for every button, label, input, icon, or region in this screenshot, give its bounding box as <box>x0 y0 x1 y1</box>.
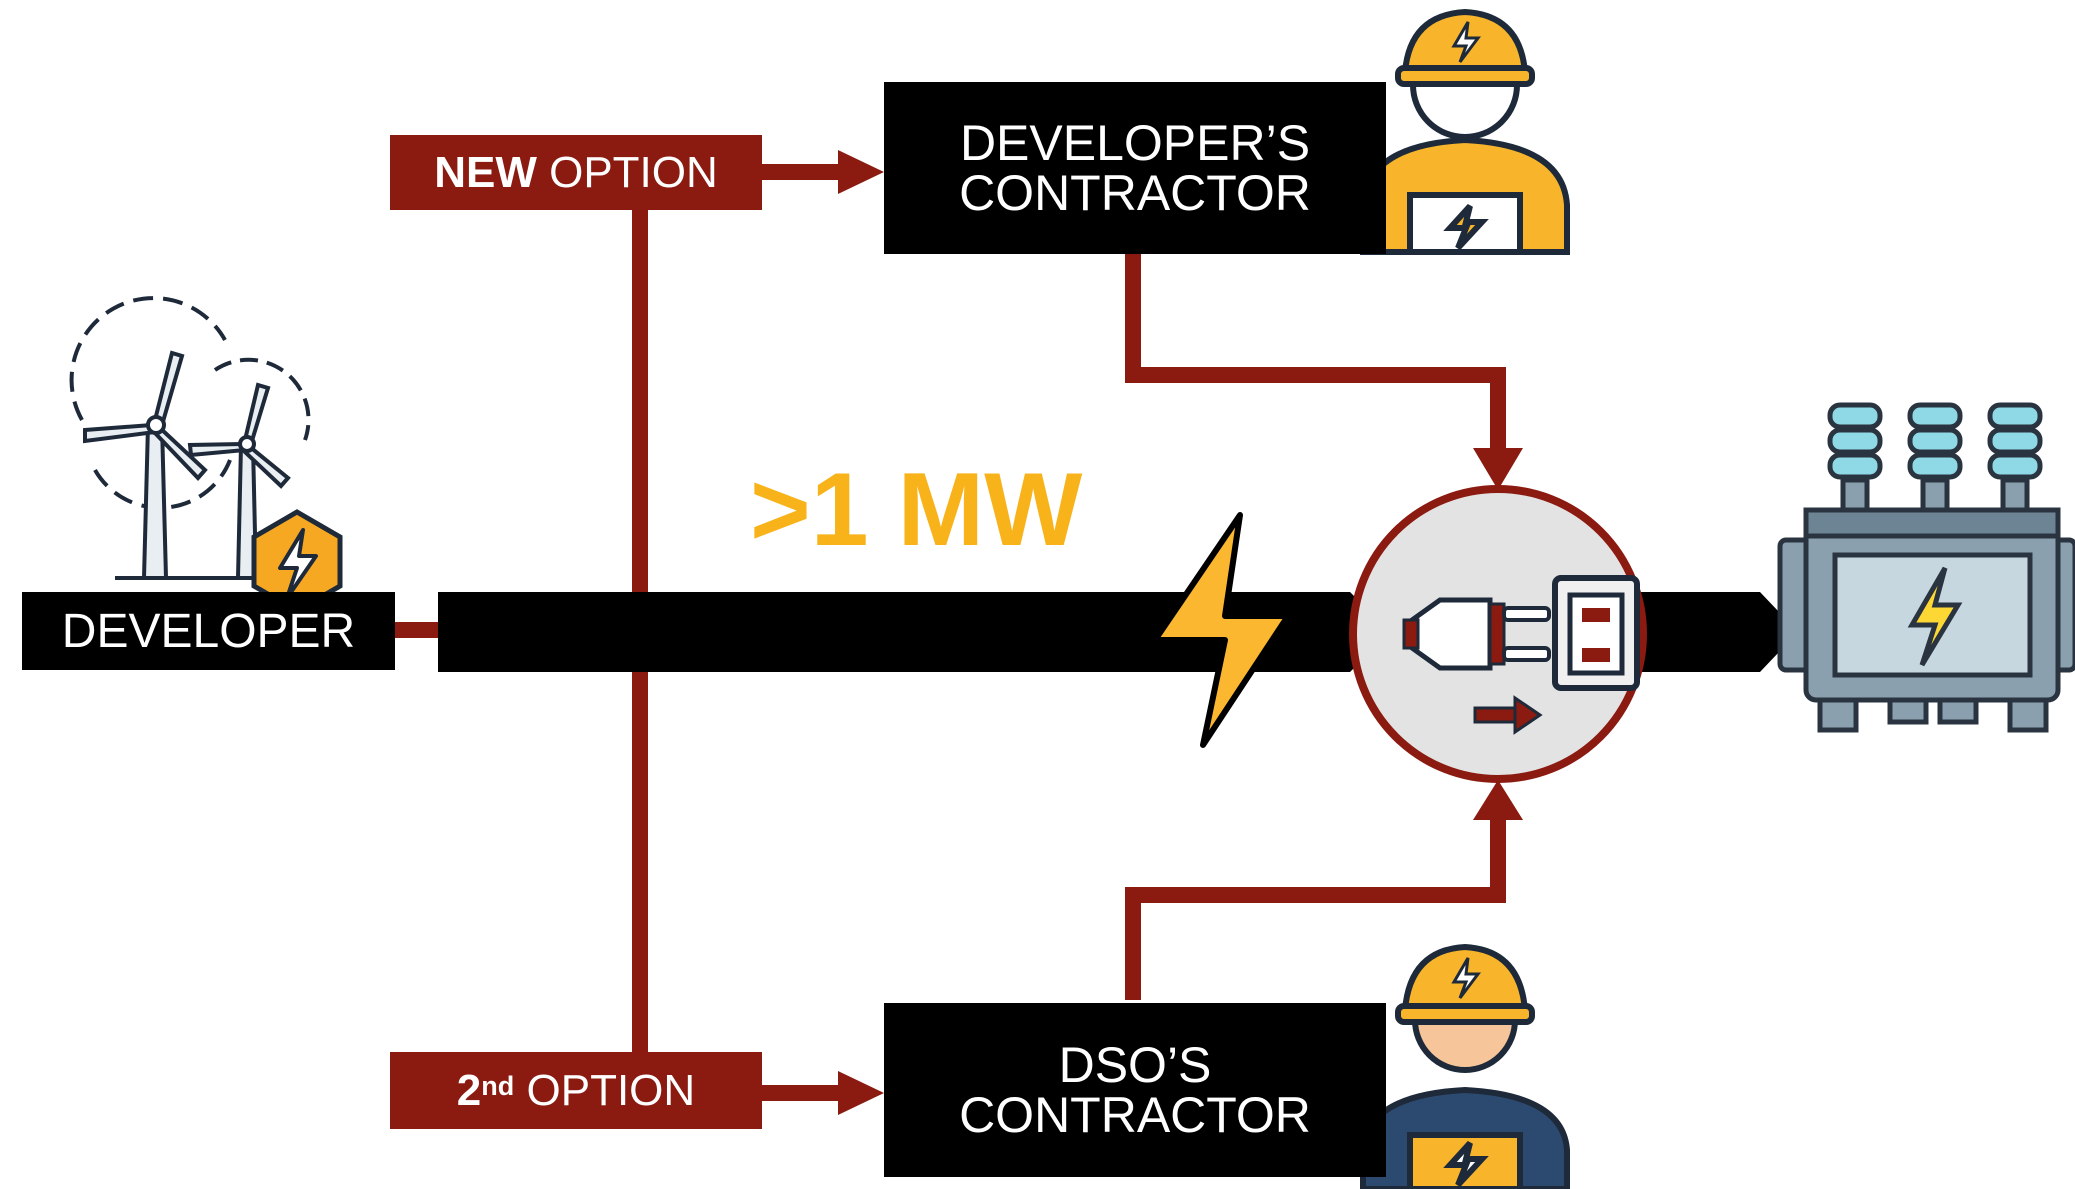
power-bar-right <box>1625 592 1798 672</box>
new-option-bold-text: NEW <box>434 147 537 197</box>
developers-contractor-line2: CONTRACTOR <box>959 165 1311 221</box>
developer-text: DEVELOPER <box>61 604 356 658</box>
dsos-contractor-line1: DSO’S <box>1058 1037 1212 1093</box>
second-option-suffix: nd <box>481 1071 515 1101</box>
developers-contractor-line1: DEVELOPER’S <box>959 115 1311 171</box>
second-option-arrowhead <box>838 1071 884 1115</box>
lightning-bolt-icon <box>1152 512 1291 748</box>
bottom-feed-arrowhead <box>1473 780 1523 820</box>
power-bar-left <box>438 592 1390 672</box>
new-option-arrowhead <box>838 150 884 194</box>
developers-contractor-feed-line <box>1125 250 1506 450</box>
transformer-icon <box>1777 402 2075 733</box>
connector-arrowheads <box>838 150 1523 1115</box>
grid-connection-plug-icon <box>1349 485 1647 783</box>
second-option-text: OPTION <box>514 1065 696 1115</box>
wind-turbines-icon <box>69 296 311 580</box>
developers-contractor-box: DEVELOPER’S CONTRACTOR <box>884 82 1386 254</box>
developer-label: DEVELOPER <box>22 592 395 670</box>
second-option-number: 2 <box>456 1065 482 1115</box>
top-feed-arrowhead <box>1473 448 1523 490</box>
new-option-label: NEW OPTION <box>390 135 762 210</box>
dsos-contractor-line2: CONTRACTOR <box>959 1087 1311 1143</box>
power-threshold-label: >1 MW <box>750 452 1083 568</box>
dsos-contractor-feed-line <box>1125 815 1506 1000</box>
new-option-text: OPTION <box>536 147 718 197</box>
dsos-contractor-box: DSO’S CONTRACTOR <box>884 1003 1386 1177</box>
dso-worker-icon <box>1360 943 1570 1189</box>
contractor-worker-icon <box>1360 8 1570 255</box>
